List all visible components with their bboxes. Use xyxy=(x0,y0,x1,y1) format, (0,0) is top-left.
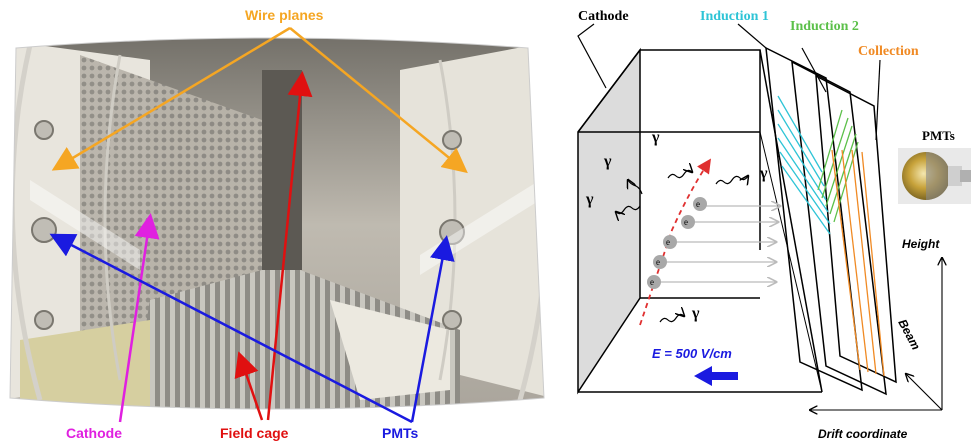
pmts-schematic-label: PMTs xyxy=(922,128,955,143)
gamma-symbol: γ xyxy=(691,305,700,322)
gamma-symbol: γ xyxy=(651,129,660,146)
field-cage-label: Field cage xyxy=(220,425,289,441)
cathode-arrow xyxy=(118,213,160,423)
induction1-wires xyxy=(777,95,831,235)
detector-photo xyxy=(9,37,545,410)
induction1-label: Induction 1 xyxy=(700,9,769,24)
collection-label: Collection xyxy=(858,44,919,59)
electron-label: e xyxy=(656,257,660,267)
particle-track xyxy=(639,158,711,326)
electron-label: e xyxy=(666,237,670,247)
field-cage-arrows xyxy=(234,71,313,421)
pmt-bulb-image xyxy=(898,148,971,204)
collection-wires xyxy=(831,149,885,377)
drift-volume-box xyxy=(577,49,823,393)
electron-label: e xyxy=(684,217,688,227)
field-arrow xyxy=(694,366,738,386)
height-label: Height xyxy=(902,237,940,251)
coordinate-axes xyxy=(810,258,942,410)
cathode-face xyxy=(577,47,641,395)
pmts-arrows xyxy=(49,233,455,424)
gamma-symbol: γ xyxy=(759,165,768,182)
gamma-symbol: γ xyxy=(603,153,612,170)
electron-label: e xyxy=(696,199,700,209)
cathode-schematic-label: Cathode xyxy=(578,9,629,24)
gamma-symbol: γ xyxy=(585,191,594,208)
cathode-photo-label: Cathode xyxy=(66,425,122,441)
wire-plane-frames xyxy=(765,46,897,396)
field-label: E = 500 V/cm xyxy=(652,346,732,361)
electrons: e e e e e xyxy=(647,197,780,289)
photons xyxy=(616,170,748,323)
drift-coordinate-label: Drift coordinate xyxy=(818,427,908,441)
wire-planes-label: Wire planes xyxy=(245,7,324,23)
beam-label: Beam xyxy=(895,317,923,353)
electron-label: e xyxy=(650,277,654,287)
wire-planes-arrows xyxy=(51,26,468,174)
tpc-schematic: e e e e e γ γ γ γ γ E = 500 V/cm xyxy=(577,9,971,441)
pmts-photo-label: PMTs xyxy=(382,425,419,441)
induction2-label: Induction 2 xyxy=(790,19,859,34)
label-leaders xyxy=(577,23,881,141)
